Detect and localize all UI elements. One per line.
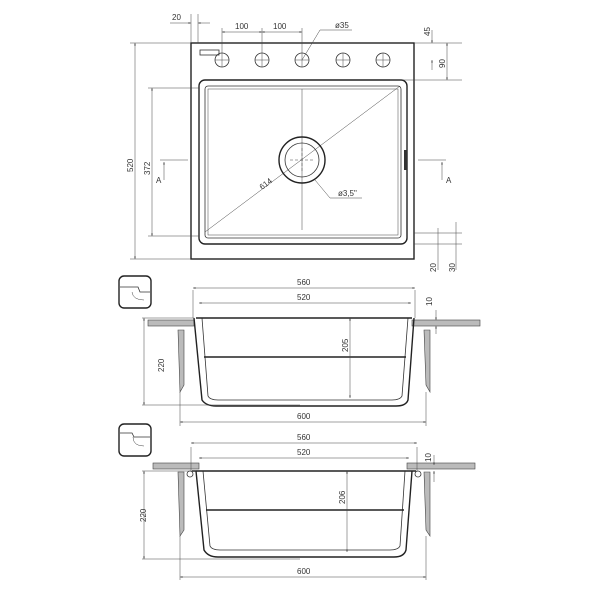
- dim-top-margin: 45: [423, 27, 432, 36]
- s1-dim-bowl-height: 205: [341, 338, 350, 352]
- overflow-slot-icon: [199, 49, 220, 56]
- section-view-2: 560 520 206 220 600 10: [118, 423, 476, 580]
- dim-edge-offset: 20: [172, 13, 181, 22]
- s2-dim-cutout: 600: [297, 567, 311, 576]
- dim-hole-diameter: ø35: [335, 21, 349, 30]
- top-view: 20 100 100 ø35 45 90 520 372 614 ø3,5" A: [126, 13, 462, 272]
- dim-hole-row: 90: [438, 59, 447, 68]
- s1-dim-overall-height: 220: [157, 358, 166, 372]
- mount-type-icon-1: [118, 275, 152, 309]
- drain-icon: [278, 136, 326, 184]
- s1-dim-rim: 10: [425, 297, 434, 306]
- section-view-1: 560 520 205 220 600 10: [118, 275, 481, 426]
- s2-dim-outer-width: 560: [297, 433, 311, 442]
- dim-diagonal: 614: [258, 176, 275, 192]
- mount-type-icon-2: [118, 423, 152, 457]
- dim-overall-depth: 520: [126, 158, 135, 172]
- dim-bowl-depth: 372: [143, 161, 152, 175]
- s2-dim-overall-height: 220: [139, 508, 148, 522]
- dim-bottom-inner: 20: [429, 263, 438, 272]
- section-mark-right: A: [446, 176, 452, 185]
- dim-drain: ø3,5": [338, 189, 357, 198]
- tap-holes: [214, 52, 391, 68]
- s1-dim-cutout: 600: [297, 412, 311, 421]
- s2-dim-bowl-height: 206: [338, 490, 347, 504]
- s2-dim-rim: 10: [424, 453, 433, 462]
- s2-dim-inner-width: 520: [297, 448, 311, 457]
- s1-dim-outer-width: 560: [297, 278, 311, 287]
- dim-hole-spacing-2: 100: [273, 22, 287, 31]
- s1-dim-inner-width: 520: [297, 293, 311, 302]
- section-mark-left: A: [156, 176, 162, 185]
- dim-hole-spacing-1: 100: [235, 22, 249, 31]
- dim-bottom-outer: 30: [448, 263, 457, 272]
